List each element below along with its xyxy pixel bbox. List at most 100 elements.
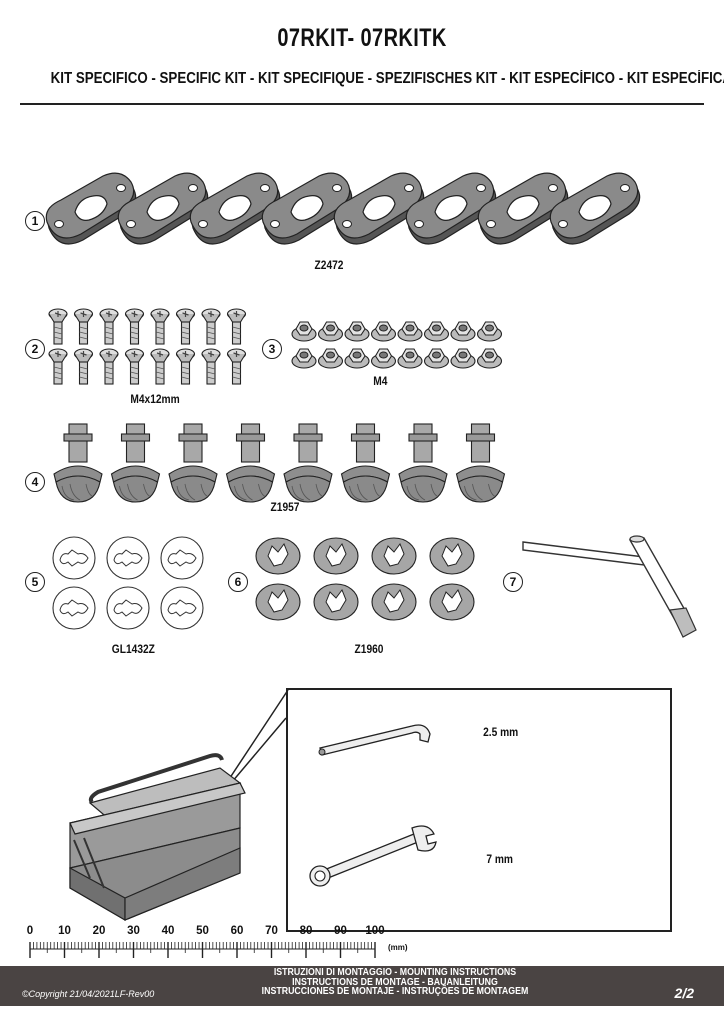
screw-m4x12 [150,348,170,385]
plate-z2472 [189,172,281,245]
nut-m4 [450,348,476,369]
ruler-number: 10 [58,925,71,937]
screw-m4x12 [73,308,94,345]
item-number-2: 2 [25,339,45,359]
ruler-number: 0 [26,925,34,937]
nut-m4 [423,348,450,369]
rubber-mount-z1957 [283,423,333,503]
document-title: 07RKIT- 07RKITK [277,24,447,52]
tools-callout-box [286,688,672,932]
combination-wrench-icon [309,825,437,887]
item-code-5: GL1432Z [111,642,155,656]
screw-m4x12 [124,308,145,345]
washer-gl1432z [52,586,96,630]
hex-key-icon [318,724,431,756]
screw-m4x12 [48,308,68,345]
clip-washer-z1960-group [255,537,475,621]
nut-m4 [370,348,397,369]
nut-m4 [291,348,317,369]
screw-m4x12 [150,308,170,345]
screw-m4x12 [175,308,196,345]
nut-m4 [423,321,450,342]
screw-m4x12 [73,348,94,385]
clip-washer-z1960 [313,583,359,621]
nut-m4 [344,348,370,369]
ruler-number: 30 [127,925,140,937]
ruler-number: 50 [196,925,209,937]
plate-z2472 [45,172,137,245]
copyright: ©Copyright 21/04/2021LF-Rev00 [22,989,155,999]
item-number-4: 4 [25,472,45,492]
washer-gl1432z-group [52,536,204,630]
screw-m4x12 [226,308,247,345]
screw-m4x12 [226,348,247,385]
screw-m4x12-group [48,308,247,385]
clip-washer-z1960 [371,583,417,621]
rubber-mount-z1957 [398,423,448,503]
toolbox-icon [69,689,289,922]
measurement-ruler [29,942,376,958]
nut-m4 [370,321,397,342]
nut-m4 [397,321,423,342]
plate-z2472 [117,172,209,245]
clip-washer-z1960 [313,537,359,575]
ruler-number: 60 [230,925,244,937]
plate-z2472 [477,172,569,245]
t-key-tool-icon [522,535,697,638]
wrench-size: 7 mm [486,852,514,866]
ruler-number: 80 [299,925,313,937]
nut-m4 [291,321,317,342]
nut-m4 [476,348,503,369]
rubber-mount-z1957 [455,423,506,503]
plate-z2472 [405,172,497,245]
item-number-7: 7 [503,572,523,592]
ruler-number: 40 [161,925,175,937]
hex-key-size: 2.5 mm [483,725,519,739]
clip-washer-z1960 [429,583,475,621]
rubber-mount-z1957 [225,423,276,503]
ruler-number: 90 [334,925,347,937]
washer-gl1432z [52,536,96,580]
rubber-mount-z1957 [168,423,218,503]
nut-m4 [317,348,344,369]
rubber-mount-z1957 [110,423,161,503]
footer-line-2: INSTRUCTIONS DE MONTAGE - BAUANLEITUNG [292,976,498,988]
washer-gl1432z [160,586,204,630]
washer-gl1432z [160,536,204,580]
footer-text: ISTRUZIONI DI MONTAGGIO - MOUNTING INSTR… [223,968,566,997]
item-number-6: 6 [228,572,248,592]
nut-m4 [344,321,370,342]
rubber-mount-z1957-group [53,423,506,503]
clip-washer-z1960 [255,583,301,621]
plate-z2472-group [45,172,641,245]
ruler-number: 70 [265,925,278,937]
clip-washer-z1960 [371,537,417,575]
plate-z2472 [261,172,353,245]
screw-m4x12 [99,348,119,385]
item-code-6: Z1960 [354,642,384,656]
screw-m4x12 [124,348,145,385]
header-rule [20,103,704,105]
footer-bar [0,966,724,1006]
nut-m4 [317,321,344,342]
washer-gl1432z [106,536,150,580]
nut-m4-group [291,321,503,369]
nut-m4 [397,348,423,369]
footer-line-1: ISTRUZIONI DI MONTAGGIO - MOUNTING INSTR… [273,967,517,978]
ruler-number: 20 [92,925,106,937]
rubber-mount-z1957 [340,423,391,503]
screw-m4x12 [175,348,196,385]
item-code-4: Z1957 [270,500,300,514]
screw-m4x12 [99,308,119,345]
screw-m4x12 [201,348,221,385]
item-number-3: 3 [262,339,282,359]
item-number-5: 5 [25,572,45,592]
plate-z2472 [333,172,425,245]
page-number: 2/2 [674,985,694,1001]
clip-washer-z1960 [429,537,475,575]
ruler-number: 100 [365,925,385,937]
document-subtitle: KIT SPECIFICO - SPECIFIC KIT - KIT SPECI… [50,70,724,87]
rubber-mount-z1957 [53,423,103,503]
item-code-3: M4 [373,374,388,388]
item-code-2: M4x12mm [130,392,180,406]
